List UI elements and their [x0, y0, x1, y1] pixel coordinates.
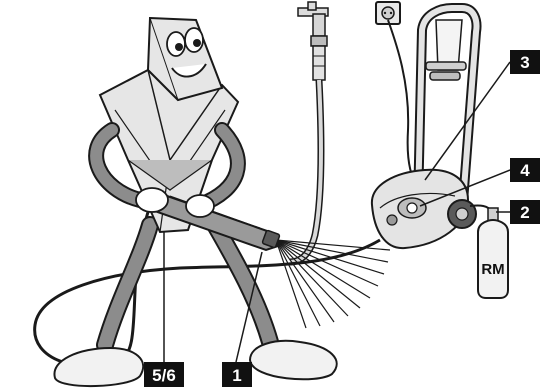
- callout-3: 3: [510, 50, 540, 74]
- callout-5-6: 5/6: [144, 362, 184, 387]
- detergent-label: RM: [481, 261, 504, 278]
- svg-text:4: 4: [520, 161, 530, 180]
- mascot-eye-right: [185, 28, 203, 52]
- water-spray: [276, 240, 390, 328]
- callout-2: 2: [510, 200, 540, 224]
- callout-4: 4: [510, 158, 540, 182]
- callout-1: 1: [222, 362, 252, 387]
- water-tap: [298, 2, 328, 46]
- svg-text:5/6: 5/6: [152, 366, 176, 385]
- svg-text:2: 2: [520, 203, 529, 222]
- mascot-hand-left: [136, 188, 168, 212]
- svg-text:3: 3: [520, 53, 529, 72]
- trolley-wheel: [448, 200, 476, 228]
- mascot-eye-left: [167, 32, 185, 56]
- pressure-washer-unit: [372, 8, 492, 248]
- mascot-foot-right: [250, 341, 337, 379]
- mascot-foot-left: [54, 348, 143, 386]
- detergent-bottle: RM: [478, 208, 508, 298]
- svg-text:1: 1: [232, 366, 241, 385]
- high-pressure-hose: [35, 212, 380, 366]
- hose-coupling: [313, 46, 325, 80]
- mascot-hand-right: [186, 195, 214, 217]
